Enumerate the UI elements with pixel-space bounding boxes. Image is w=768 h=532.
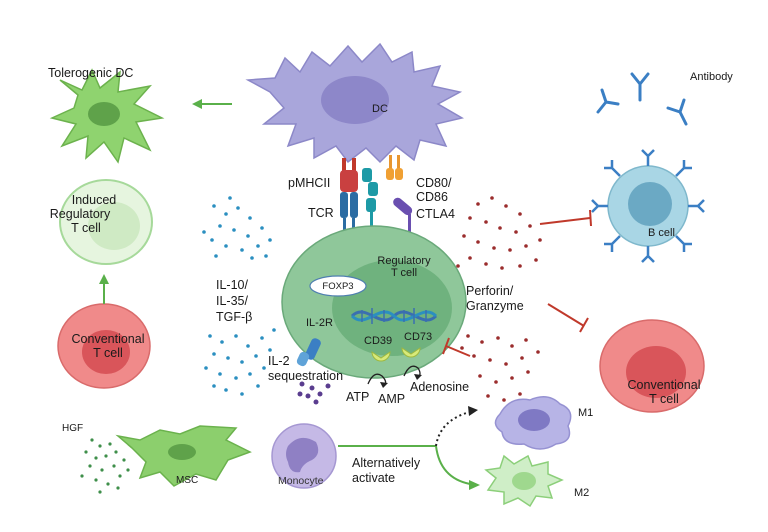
label-conv-t-right-1: Conventional: [627, 378, 701, 392]
atp-to-amp-arrow: [367, 373, 388, 388]
hgf-dots: [80, 438, 130, 494]
label-treg-1: Regulatory: [377, 255, 431, 267]
conventional-t-cell-right: [599, 319, 705, 413]
cytokine-dots-lower: [204, 328, 276, 396]
inhibition-bar-icon: [547, 303, 589, 333]
label-il2r: IL-2R: [306, 317, 333, 329]
arrow-monocyte-to-m1: [338, 406, 478, 447]
label-atp: ATP: [346, 390, 370, 404]
antibody-icon: [596, 88, 620, 114]
inhibition-bar-icon: [442, 337, 471, 357]
label-ctla4: CTLA4: [416, 207, 455, 221]
label-alternatively: Alternatively: [352, 456, 421, 470]
label-conv-t-left-2: T cell: [93, 346, 123, 360]
label-granzyme: Granzyme: [466, 299, 524, 313]
il2-sequestered-dots: [297, 381, 331, 405]
dna-icon: [350, 308, 438, 324]
b-cell: [591, 149, 705, 263]
perforin-granzyme-dots-lower: [460, 334, 540, 402]
label-hgf: HGF: [62, 423, 84, 434]
label-il10: IL-10/: [216, 278, 248, 292]
ctla4-receptor: [393, 197, 413, 234]
label-cd86: CD86: [416, 190, 448, 204]
label-dc: DC: [372, 103, 388, 115]
regulatory-t-cell: [281, 225, 467, 379]
cd39-enzyme: [371, 351, 391, 362]
label-amp: AMP: [378, 392, 406, 406]
inhibition-bar-icon: [539, 209, 592, 227]
amp-to-adenosine-arrow: [403, 365, 422, 380]
conventional-t-cell-left: [57, 303, 151, 389]
cd80-cd86-ligand: [386, 155, 403, 180]
label-monocyte: Monocyte: [278, 475, 324, 487]
il2r-receptor: [296, 338, 321, 367]
label-foxp3: FOXP3: [322, 281, 354, 292]
arrow-monocyte-to-m2: [435, 445, 480, 490]
label-msc: MSC: [176, 475, 199, 486]
induced-regulatory-t-cell: [59, 179, 153, 265]
m2-macrophage: [484, 454, 564, 508]
label-cd80: CD80/: [416, 176, 452, 190]
cytokine-dots-upper: [202, 196, 272, 260]
label-conv-t-right-2: T cell: [649, 392, 679, 406]
label-tcr: TCR: [308, 206, 334, 220]
antibody-icon: [666, 98, 688, 126]
cd73-enzyme: [401, 347, 421, 358]
m1-macrophage: [494, 396, 572, 450]
label-m2: M2: [574, 487, 590, 499]
label-tolerogenic-dc: Tolerogenic DC: [48, 66, 134, 80]
dendritic-cell: [245, 42, 465, 164]
label-activate: activate: [352, 471, 396, 485]
label-conv-t-left-1: Conventional: [71, 332, 145, 346]
arrow-dc-to-tolerogenic: [192, 99, 232, 109]
label-treg-2: T cell: [390, 267, 418, 279]
arrow-conventional-to-induced: [99, 274, 109, 304]
label-pmhcii: pMHCII: [288, 176, 331, 190]
perforin-granzyme-dots-upper: [456, 196, 542, 270]
label-il35: IL-35/: [216, 294, 248, 308]
label-il2: IL-2: [268, 354, 290, 368]
label-induced-treg-2: Regulatory: [49, 207, 111, 221]
label-induced-treg-3: T cell: [71, 221, 101, 235]
label-perforin: Perforin/: [466, 284, 514, 298]
label-induced-treg-1: Induced: [71, 193, 117, 207]
label-adenosine: Adenosine: [410, 380, 470, 394]
cd4-coreceptor: [362, 168, 378, 240]
label-m1: M1: [578, 407, 594, 419]
label-tgfb: TGF-β: [216, 310, 253, 324]
msc-cell: [115, 425, 252, 487]
label-cd39: CD39: [364, 335, 393, 347]
label-sequestration: sequestration: [268, 369, 344, 383]
antibody-icon: [630, 72, 650, 102]
monocyte-cell: [271, 423, 337, 489]
tolerogenic-dc-cell: [49, 68, 165, 164]
label-b-cell: B cell: [648, 227, 675, 239]
label-antibody: Antibody: [690, 71, 733, 83]
label-cd73: CD73: [404, 331, 433, 343]
